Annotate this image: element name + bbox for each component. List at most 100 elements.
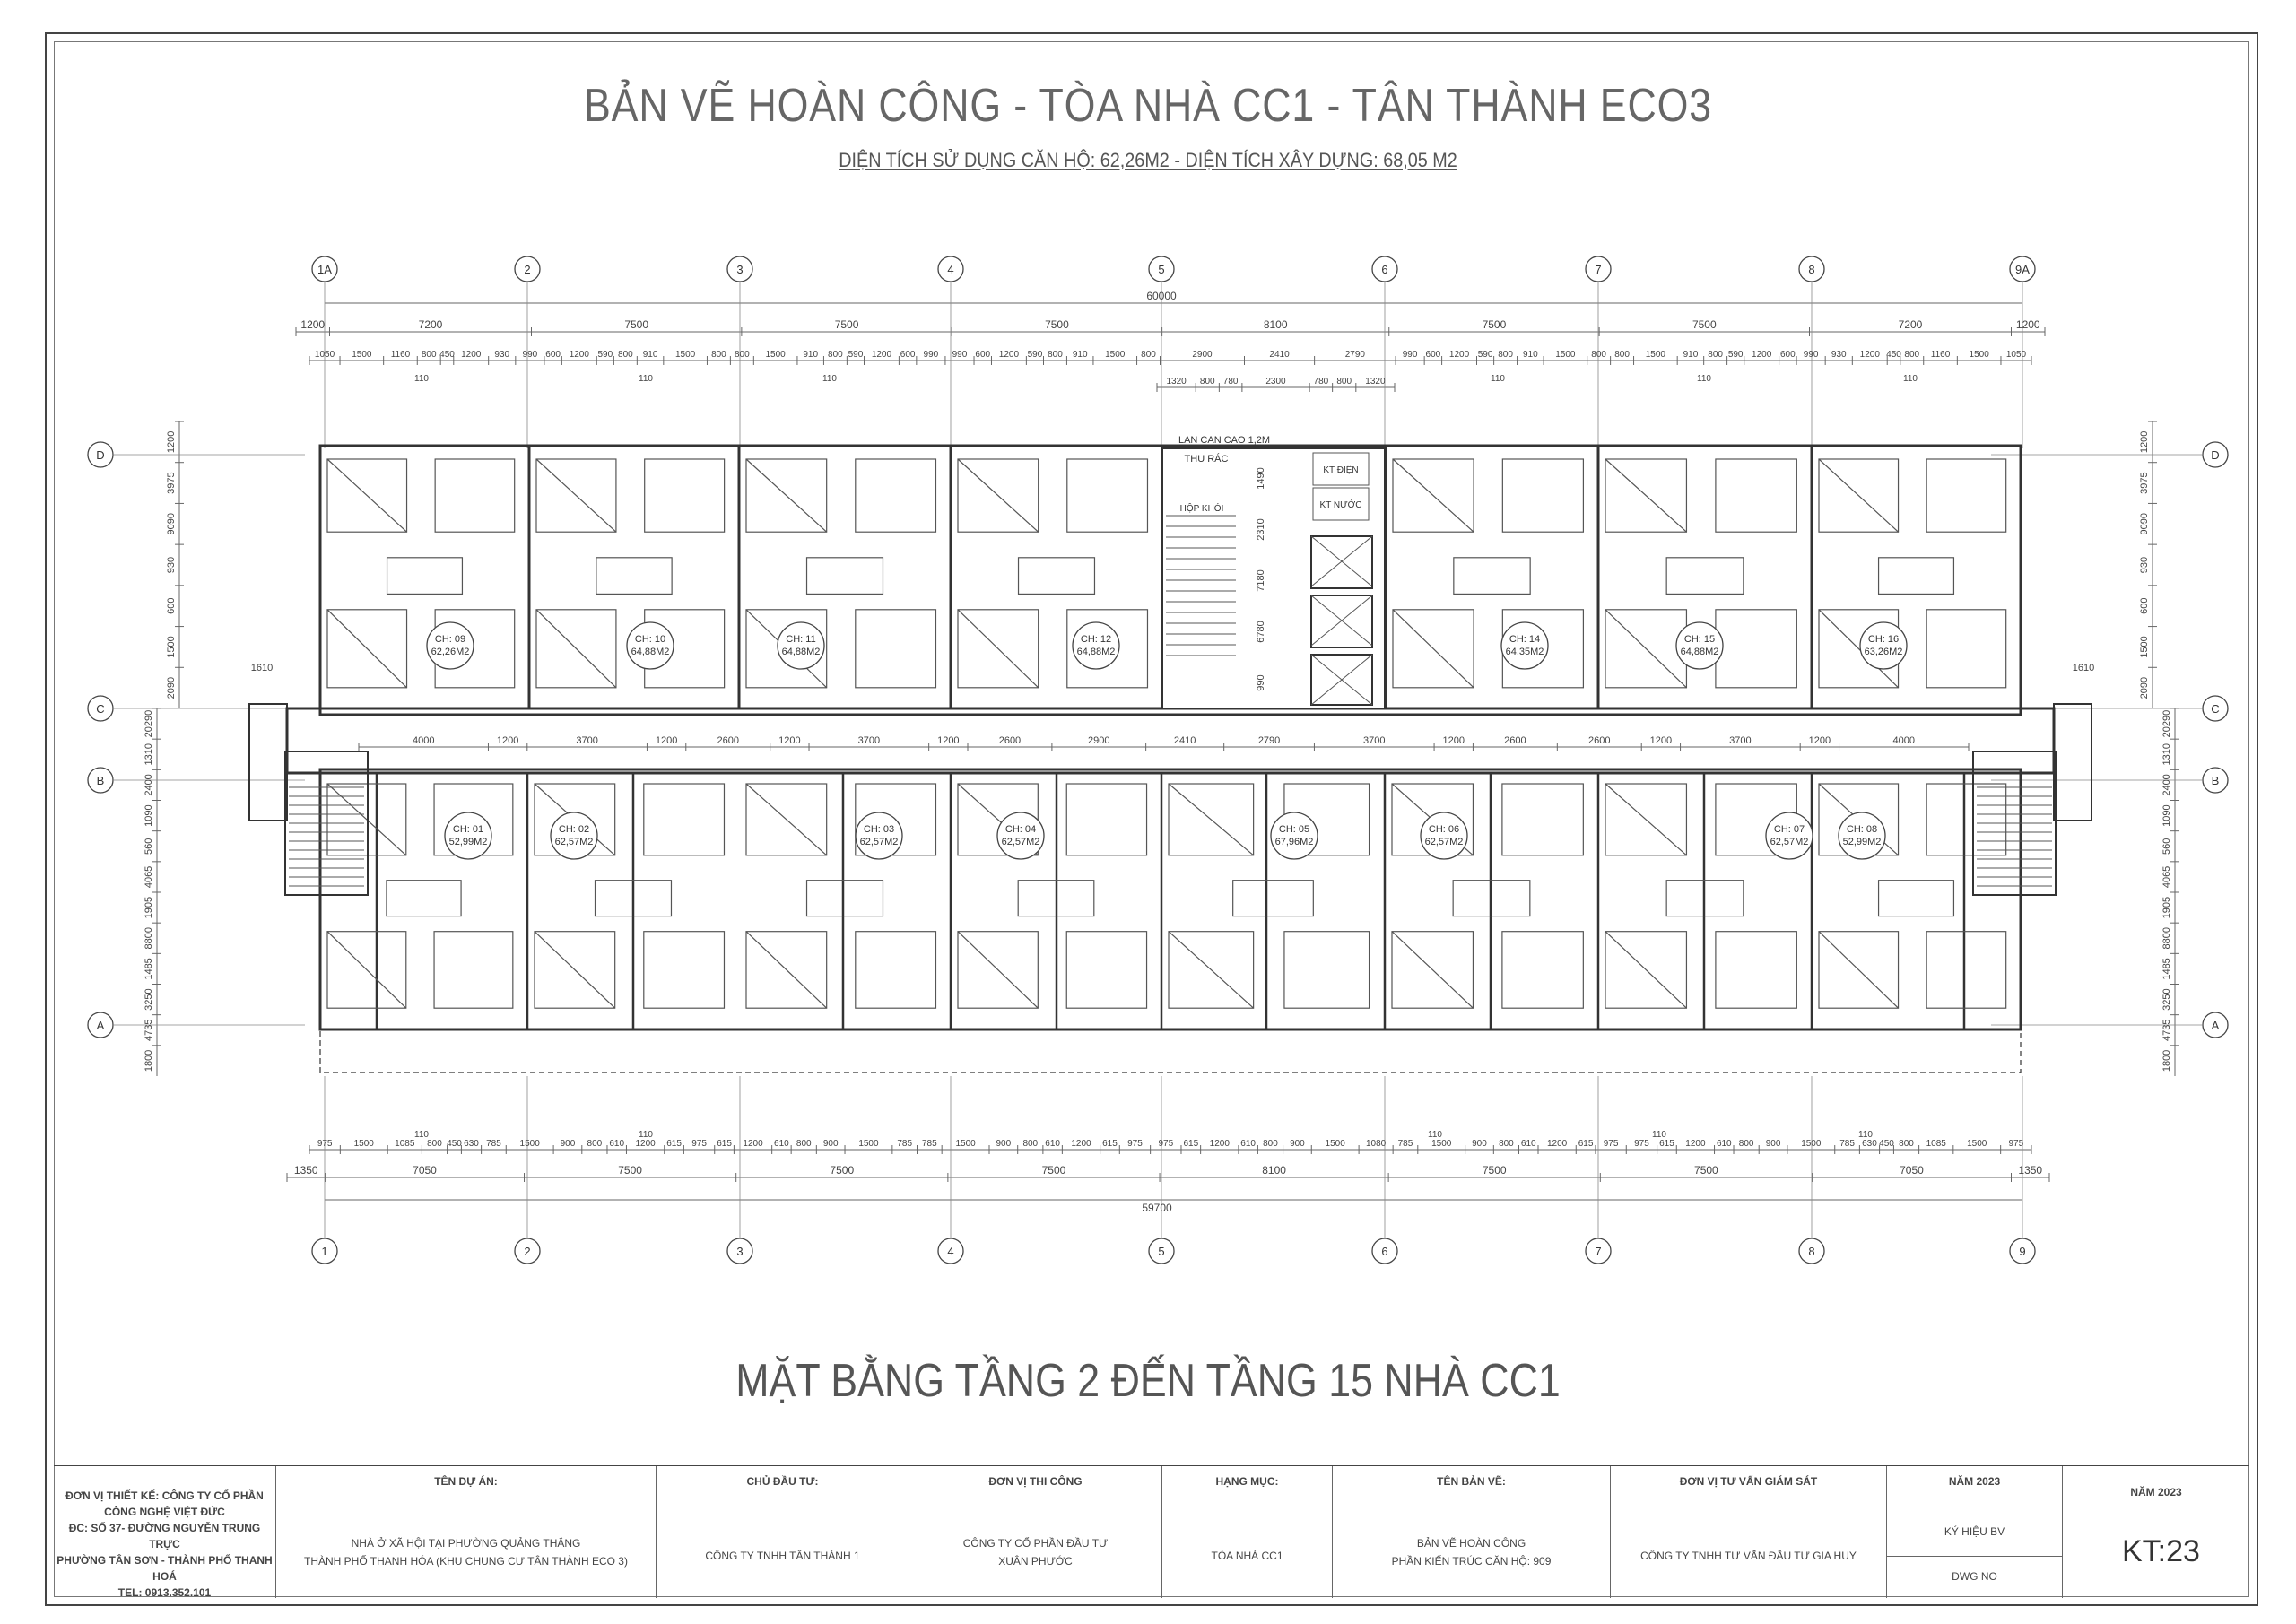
core-detail-text: 2300 (1265, 377, 1286, 386)
bottom-total-text: 59700 (1142, 1202, 1172, 1214)
axis-label-top: 8 (1808, 263, 1814, 276)
bottom-detail-text: 800 (1499, 1139, 1514, 1149)
drawing-name-cell: TÊN BẢN VẼ: BẢN VẼ HOÀN CÔNG PHẦN KIẾN T… (1333, 1466, 1611, 1598)
top-unit-bedroom (1605, 458, 1688, 533)
bottom-unit-living (1283, 931, 1370, 1009)
bottom-detail-text: 785 (1839, 1139, 1855, 1149)
bottom-detail-text: 610 (1521, 1139, 1536, 1149)
right-lower-text: 4735 (2161, 1020, 2172, 1041)
bottom-detail-text: 1200 (635, 1139, 656, 1149)
top-unit-bedroom (745, 609, 828, 689)
top-unit-bedroom (644, 458, 726, 533)
top-unit-living (1715, 609, 1797, 689)
module-text: 110 (414, 1130, 429, 1140)
module-text: 110 (1652, 1130, 1666, 1140)
right-lower-text: 3250 (2161, 988, 2172, 1010)
bottom-unit-bed-diag (1605, 783, 1687, 856)
bottom-span-text: 7050 (1900, 1164, 1924, 1177)
right-upper-text: 9090 (2139, 513, 2150, 534)
left-lower-text: 1485 (144, 958, 154, 979)
top-detail-text: 990 (523, 350, 538, 360)
consultant-label: ĐƠN VỊ TƯ VẤN GIÁM SÁT (1679, 1475, 1818, 1488)
top-detail-text: 1200 (1449, 350, 1470, 360)
corridor-dim-text: 2790 (1258, 735, 1280, 746)
top-total-text: 60000 (1146, 290, 1177, 302)
unit-badge-bottom (1838, 812, 1886, 860)
top-detail-text: 1200 (1860, 350, 1881, 360)
side-stair-2 (1972, 751, 2057, 896)
bottom-detail-text: 615 (666, 1139, 682, 1149)
bottom-detail-text: 975 (1634, 1139, 1649, 1149)
top-unit-living (1066, 609, 1149, 689)
top-detail-text: 800 (735, 350, 750, 360)
bottom-detail-text: 1500 (520, 1139, 541, 1149)
axis-label-bottom: 7 (1595, 1245, 1601, 1258)
unit-id-bottom: CH: 06 (1429, 824, 1459, 835)
balcony-dim-left: 1610 (251, 663, 273, 673)
right-upper-text: 1500 (2139, 636, 2150, 657)
axis-label-side: C (96, 702, 104, 716)
owner-label: CHỦ ĐẦU TƯ: (746, 1475, 819, 1488)
top-detail-text: 1200 (872, 350, 892, 360)
bottom-unit-bed-diag (1818, 931, 1899, 1009)
bottom-unit-wc (1017, 880, 1095, 917)
bottom-unit-bedroom (643, 783, 726, 856)
project-cell: TÊN DỰ ÁN: NHÀ Ở XÃ HỘI TẠI PHƯỜNG QUẢNG… (276, 1466, 657, 1598)
bottom-detail-text: 1200 (1547, 1139, 1568, 1149)
bottom-detail-text: 610 (774, 1139, 789, 1149)
unit-id-top: CH: 14 (1509, 634, 1540, 645)
top-unit-bedroom (1066, 458, 1149, 533)
bottom-unit-bed-diag (745, 783, 828, 856)
top-detail-text: 600 (545, 350, 561, 360)
left-upper-text: 930 (166, 557, 177, 573)
bottom-span-text: 8100 (1262, 1164, 1286, 1177)
bottom-unit-bedroom (1391, 931, 1474, 1009)
left-upper-text: 600 (166, 598, 177, 614)
unit-id-top: CH: 15 (1684, 634, 1715, 645)
top-detail-text: 1500 (1555, 350, 1576, 360)
top-detail-text: 600 (1780, 350, 1796, 360)
axis-label-top: 7 (1595, 263, 1601, 276)
corridor-dim-text: 3700 (858, 735, 880, 746)
top-detail-text: 2790 (1345, 350, 1366, 360)
top-unit-wc (805, 557, 884, 595)
top-unit-bed-diag (326, 458, 407, 533)
axis-label-top: 6 (1381, 263, 1387, 276)
bottom-detail-text: 900 (1290, 1139, 1305, 1149)
top-detail-text: 590 (597, 350, 613, 360)
bottom-unit-bedroom (1501, 783, 1584, 856)
axis-label-bottom: 6 (1381, 1245, 1387, 1258)
bottom-unit-living (1926, 931, 2007, 1009)
symbol-label: KÝ HIỆU BV (1944, 1525, 2005, 1538)
corridor-dim-text: 2600 (999, 735, 1021, 746)
unit-area-bottom: 52,99M2 (1843, 837, 1882, 847)
top-unit-bed-diag (1605, 609, 1687, 689)
top-detail-text: 800 (1904, 350, 1919, 360)
top-detail-text: 1500 (675, 350, 696, 360)
bottom-unit-bedroom (1065, 783, 1148, 856)
top-detail-text: 910 (803, 350, 818, 360)
left-lower-text: 1310 (144, 743, 154, 765)
bottom-detail-text: 785 (897, 1139, 912, 1149)
item-cell: HẠNG MỤC: TÒA NHÀ CC1 (1162, 1466, 1333, 1598)
unit-badge-bottom (550, 812, 598, 860)
bottom-detail-text: 900 (561, 1139, 576, 1149)
bottom-detail-text: 610 (1717, 1139, 1732, 1149)
bottom-unit-bedroom (745, 783, 828, 856)
bottom-detail-text: 450 (447, 1139, 462, 1149)
bottom-unit-bedroom (855, 783, 937, 856)
core-vertical-text: 6780 (1256, 621, 1266, 642)
top-detail-text: 990 (924, 350, 939, 360)
unit-id-bottom: CH: 05 (1279, 824, 1309, 835)
elevator-2-cross (1310, 595, 1373, 647)
top-span-text: 1200 (2016, 318, 2040, 331)
top-unit-wc (386, 557, 464, 595)
bottom-detail-text: 785 (486, 1139, 501, 1149)
top-span-text: 7500 (1483, 318, 1507, 331)
bottom-detail-text: 800 (1899, 1139, 1914, 1149)
top-detail-text: 600 (1426, 350, 1441, 360)
right-lower-text: 8800 (2161, 927, 2172, 949)
unit-badge-bottom (1765, 812, 1813, 860)
bottom-span-text: 1350 (294, 1164, 318, 1177)
elevator-1 (1310, 535, 1373, 589)
